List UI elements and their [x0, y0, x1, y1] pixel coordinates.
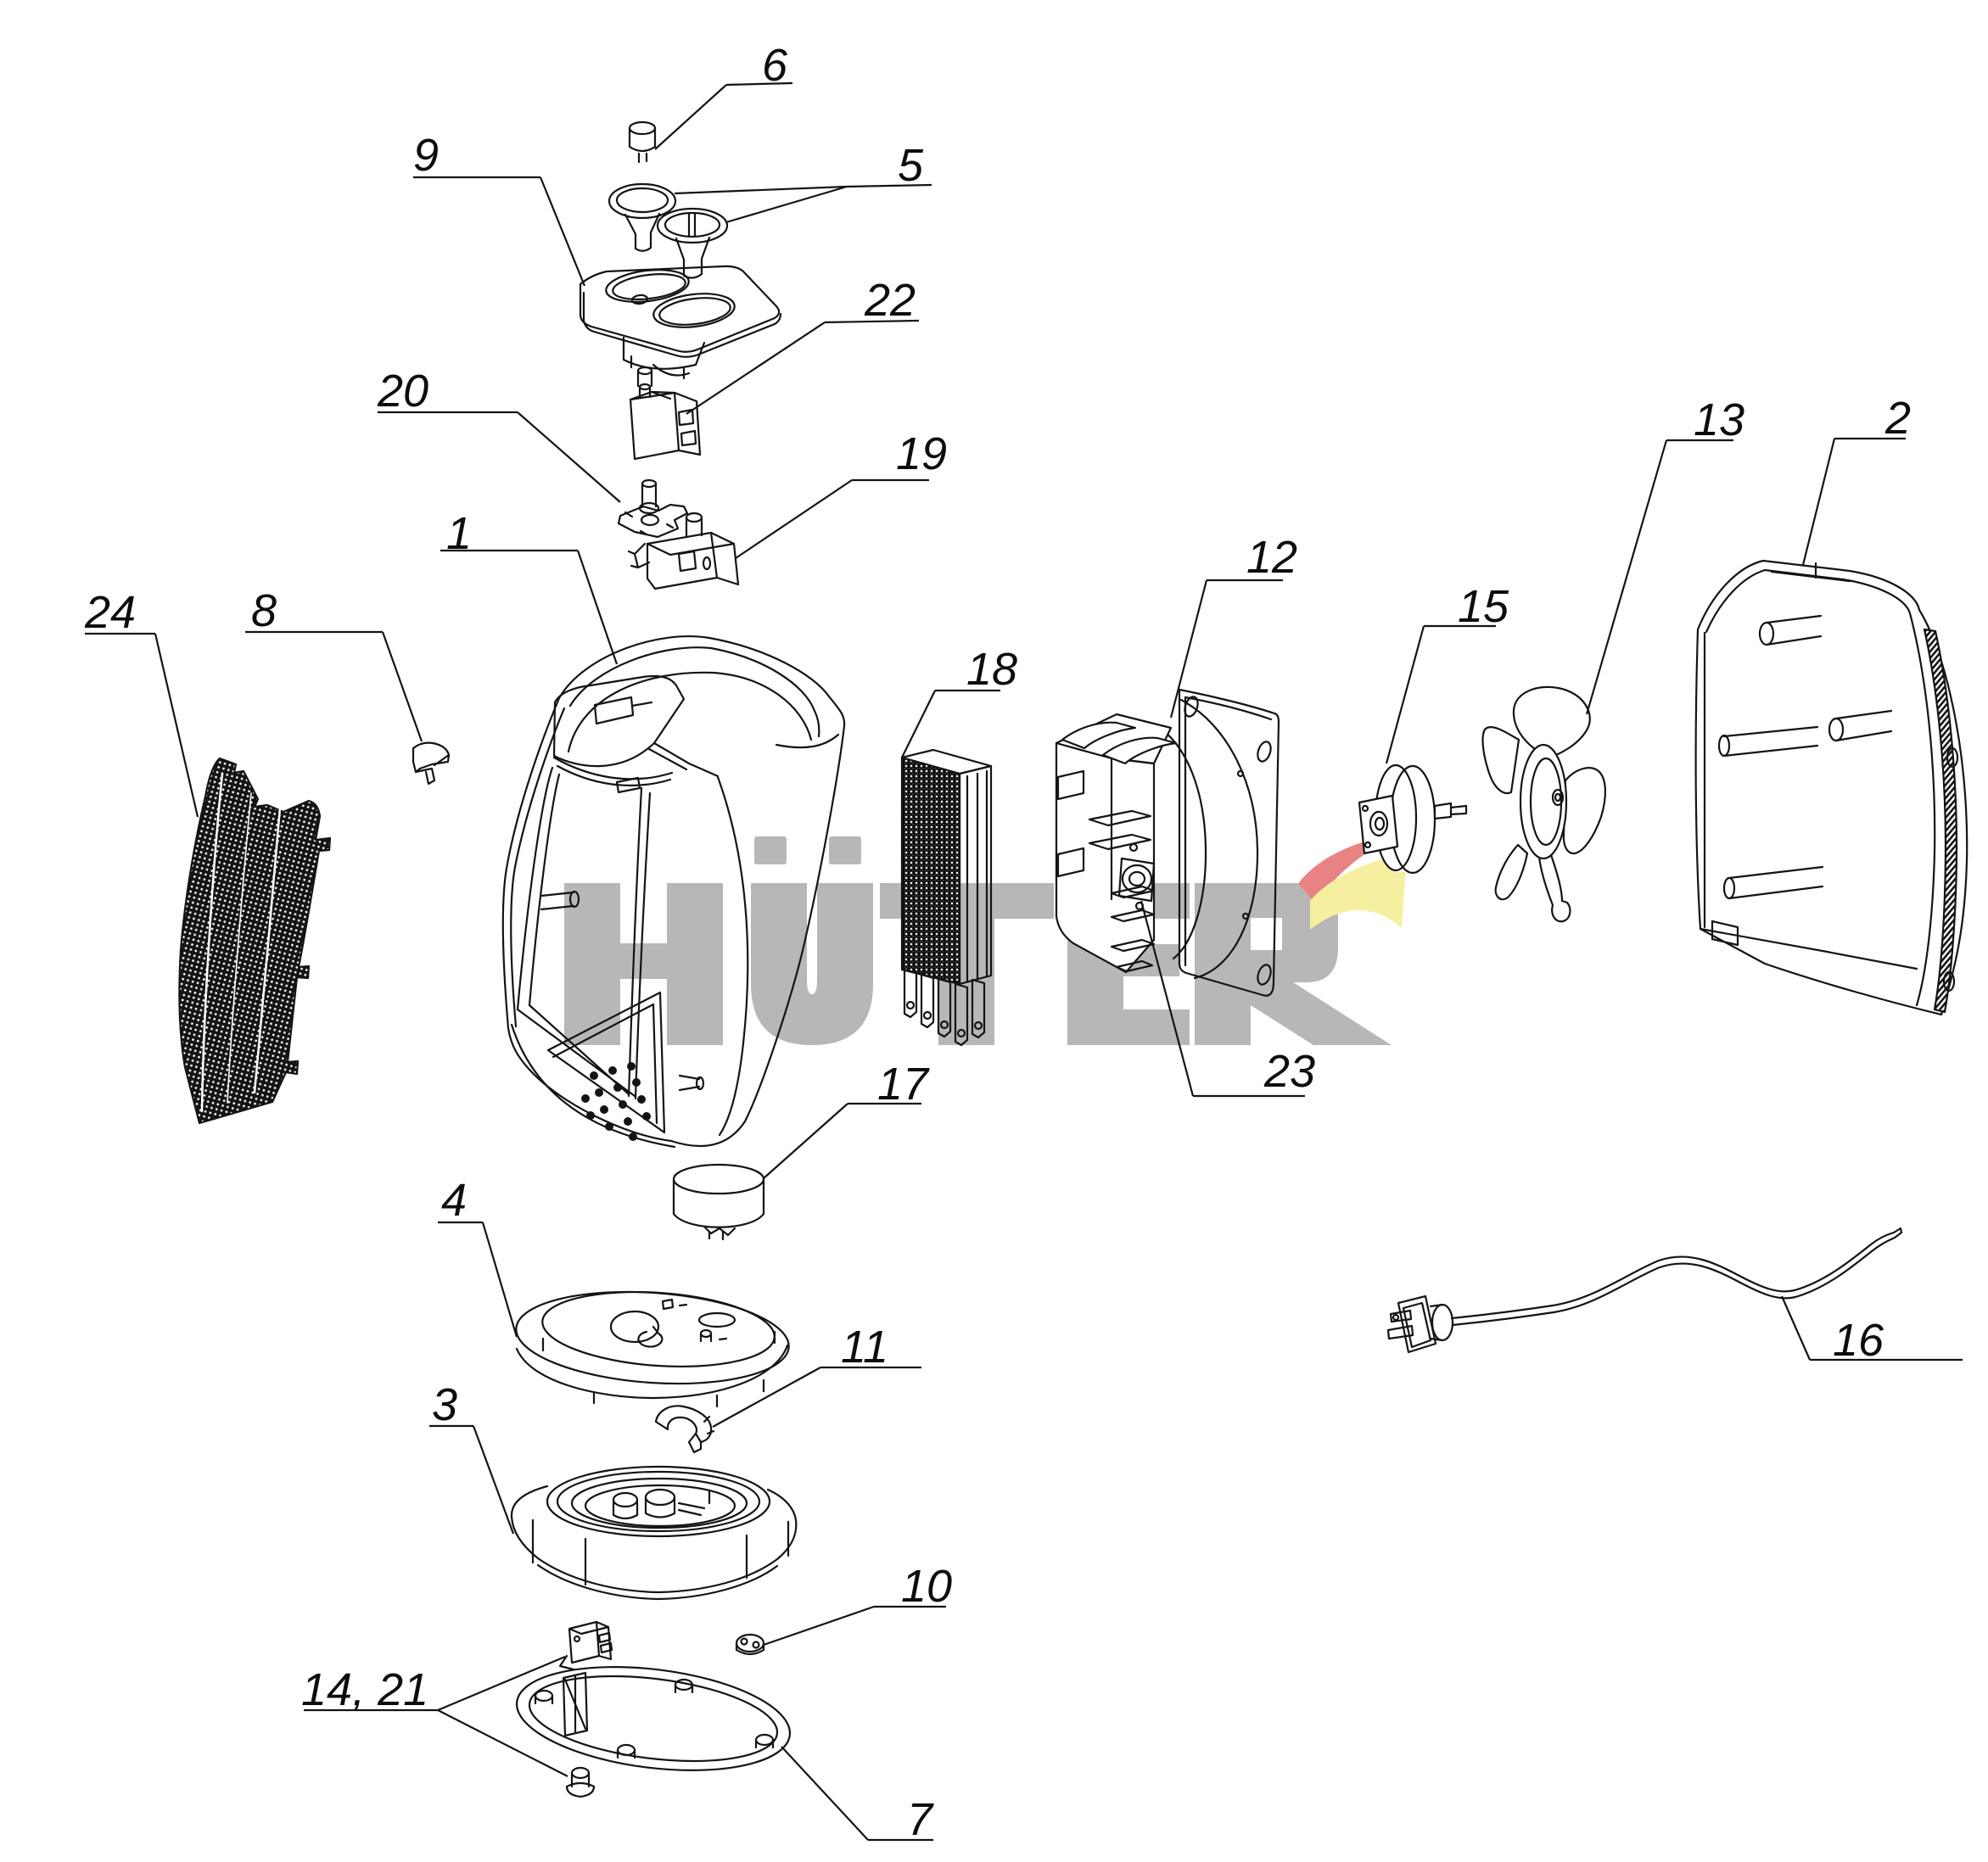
svg-text:10: 10: [901, 1561, 952, 1612]
svg-text:17: 17: [877, 1059, 930, 1110]
svg-text:24: 24: [84, 587, 136, 638]
svg-text:23: 23: [1263, 1046, 1315, 1097]
svg-text:8: 8: [251, 585, 277, 636]
svg-text:12: 12: [1246, 532, 1297, 583]
svg-text:11: 11: [841, 1322, 888, 1373]
svg-text:16: 16: [1833, 1315, 1884, 1366]
svg-text:5: 5: [898, 140, 924, 191]
svg-text:15: 15: [1458, 581, 1509, 632]
svg-text:18: 18: [966, 644, 1017, 695]
svg-text:3: 3: [432, 1379, 457, 1430]
svg-text:6: 6: [762, 40, 788, 91]
svg-text:22: 22: [864, 275, 916, 326]
svg-text:2: 2: [1884, 393, 1911, 444]
svg-text:13: 13: [1694, 394, 1744, 445]
svg-text:14, 21: 14, 21: [301, 1664, 428, 1715]
svg-text:1: 1: [446, 508, 472, 559]
svg-text:7: 7: [907, 1794, 934, 1845]
svg-text:19: 19: [896, 428, 947, 479]
svg-text:20: 20: [377, 366, 428, 417]
svg-text:4: 4: [441, 1175, 467, 1226]
svg-text:9: 9: [413, 130, 439, 181]
